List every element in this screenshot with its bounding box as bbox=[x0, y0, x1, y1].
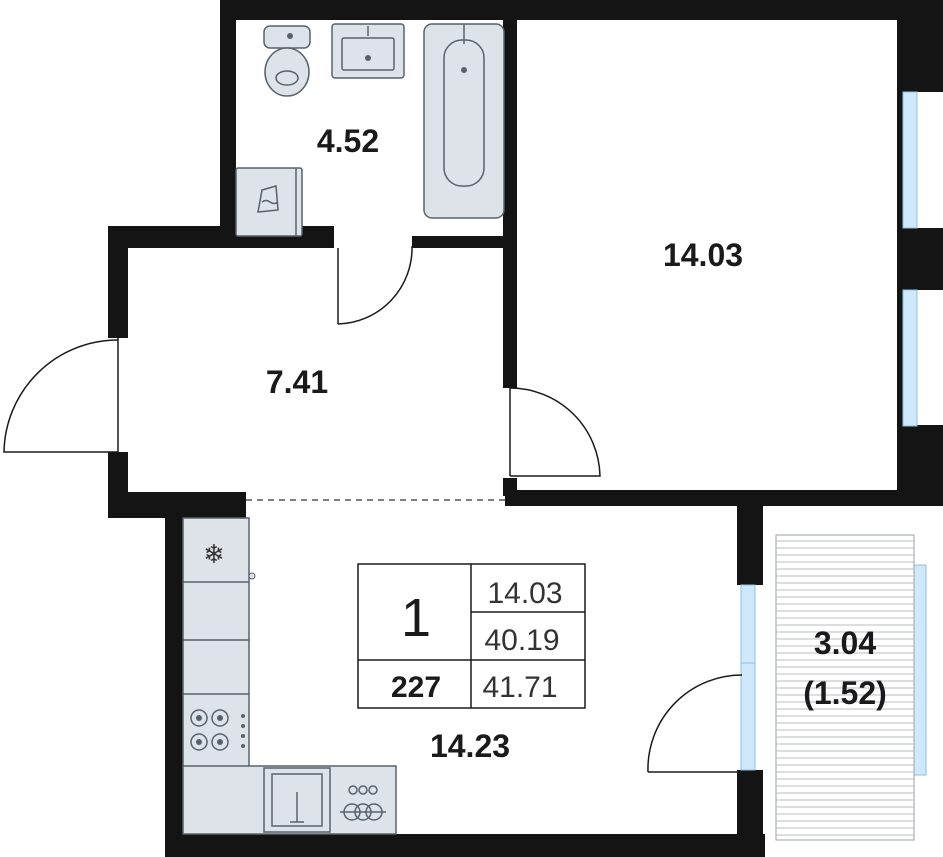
bedroom-door bbox=[509, 387, 601, 477]
bathroom-area-label: 4.52 bbox=[317, 123, 379, 159]
stove-icon bbox=[190, 709, 245, 751]
washing-machine-icon bbox=[235, 167, 303, 237]
fridge-icon: ❄ bbox=[203, 540, 256, 580]
entrance-door bbox=[3, 338, 119, 453]
summary-number: 227 bbox=[391, 671, 441, 704]
summary-rooms-count: 1 bbox=[401, 588, 431, 648]
bedroom-window-bottom bbox=[902, 289, 918, 427]
counter-bottom bbox=[182, 765, 397, 835]
toilet-icon bbox=[263, 25, 311, 97]
summary-total-area: 40.19 bbox=[484, 624, 559, 657]
summary-table: 1 14.03 40.19 227 41.71 bbox=[357, 563, 586, 709]
bedroom-area-label: 14.03 bbox=[663, 237, 743, 273]
summary-living-area: 14.03 bbox=[487, 577, 562, 610]
bathtub-icon bbox=[423, 23, 505, 219]
bathroom-door bbox=[337, 245, 413, 325]
balcony-door bbox=[647, 674, 743, 773]
sink-icon bbox=[331, 23, 405, 79]
counter-left bbox=[182, 517, 250, 769]
svg-text:❄: ❄ bbox=[203, 540, 225, 570]
summary-total-with-balcony: 41.71 bbox=[482, 671, 557, 704]
hallway-area-label: 7.41 bbox=[266, 364, 328, 400]
balcony-area-label: 3.04 bbox=[814, 625, 876, 661]
balcony bbox=[775, 534, 915, 841]
bedroom-window-top bbox=[902, 91, 918, 229]
kitchen-window bbox=[740, 584, 756, 664]
balcony-door-glass bbox=[740, 662, 756, 771]
kitchen-area-label: 14.23 bbox=[430, 728, 510, 764]
walls bbox=[108, 0, 943, 857]
dishwasher-icon bbox=[340, 785, 386, 821]
kitchen-sink-icon bbox=[263, 767, 331, 833]
balcony-reduced-area-label: (1.52) bbox=[803, 675, 887, 711]
